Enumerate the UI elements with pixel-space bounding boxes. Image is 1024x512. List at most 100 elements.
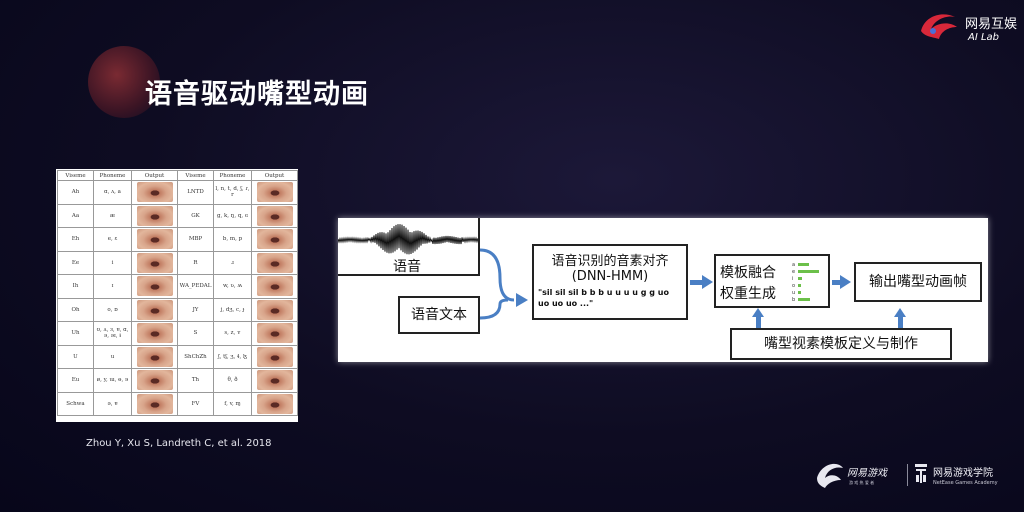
output-cell	[251, 227, 298, 252]
viseme-cell: WA_PEDAL	[177, 274, 214, 299]
output-cell	[251, 391, 298, 416]
phoneme-cell: ʊ, ʌ, ɜ, ɐ, ɑ, ə, əɪ, ɨ	[93, 321, 132, 346]
viseme-cell: GK	[177, 203, 214, 228]
arrow-to-output	[832, 280, 842, 285]
arrow-to-fusion	[690, 280, 704, 285]
col-header: Phoneme	[213, 170, 252, 181]
weight-bar	[798, 298, 810, 301]
mouth-shape-image	[136, 393, 173, 414]
speech-label: 语音	[393, 259, 421, 275]
viseme-cell: R	[177, 250, 214, 275]
footer-brand: 网易游戏 游 戏 热 爱 者 网易游戏学院 NetEase Games Acad…	[815, 458, 1015, 498]
phoneme-cell: j, dʒ, c, ɟ	[213, 297, 252, 322]
phoneme-cell: ø, y, ɯ, ɵ, ɘ	[93, 368, 132, 393]
footer-divider	[907, 464, 908, 486]
mouth-shape-image	[256, 370, 293, 391]
phoneme-cell: ə, ɐ	[93, 391, 132, 416]
viseme-cell: S	[177, 321, 214, 346]
merge-brace-icon	[479, 248, 515, 320]
weight-label: b	[792, 297, 796, 303]
speech-text-label: 语音文本	[411, 307, 467, 323]
game-brand-sub: 游 戏 热 爱 者	[849, 480, 875, 485]
phoneme-cell: ʃ, tʃ, ʒ, ɬ, ɮ	[213, 344, 252, 369]
output-cell	[251, 368, 298, 393]
output-cell	[251, 344, 298, 369]
fusion-line2: 权重生成	[720, 286, 776, 302]
mouth-shape-image	[256, 346, 293, 367]
output-cell	[131, 274, 178, 299]
viseme-cell: Oh	[57, 297, 94, 322]
slide-title: 语音驱动嘴型动画	[145, 79, 369, 110]
mouth-shape-image	[256, 252, 293, 273]
mouth-shape-image	[136, 276, 173, 297]
mouth-shape-image	[136, 252, 173, 273]
output-cell	[251, 321, 298, 346]
output-label: 输出嘴型动画帧	[869, 274, 967, 290]
decorative-orb	[88, 46, 160, 118]
output-cell	[131, 321, 178, 346]
alignment-title: 语音识别的音素对齐	[551, 254, 669, 269]
phoneme-cell: u	[93, 344, 132, 369]
weight-label: a	[792, 262, 796, 268]
weight-label: i	[792, 276, 794, 282]
viseme-cell: ShChZh	[177, 344, 214, 369]
speech-text-box: 语音文本	[398, 296, 480, 334]
phoneme-cell: g, k, ŋ, q, ɢ	[213, 203, 252, 228]
mouth-shape-image	[256, 323, 293, 344]
phoneme-cell: ɑ, ʌ, a	[93, 180, 132, 205]
viseme-cell: LNTD	[177, 180, 214, 205]
weight-bar	[798, 270, 819, 273]
output-cell	[131, 344, 178, 369]
output-cell	[131, 203, 178, 228]
viseme-cell: Ee	[57, 250, 94, 275]
phoneme-cell: ɹ	[213, 250, 252, 275]
phoneme-cell: æ	[93, 203, 132, 228]
academy-name: 网易游戏学院	[933, 468, 993, 479]
col-header: Phoneme	[93, 170, 132, 181]
phoneme-cell: s, z, ʏ	[213, 321, 252, 346]
arrow-head-icon	[702, 275, 713, 289]
mouth-shape-image	[256, 205, 293, 226]
output-cell	[251, 297, 298, 322]
phoneme-cell: l, n, t, d, ʃ, ɾ, r	[213, 180, 252, 205]
academy-logo-icon	[915, 464, 927, 483]
viseme-cell: FV	[177, 391, 214, 416]
arrow-head-icon	[752, 308, 764, 317]
phoneme-cell: o, ɒ	[93, 297, 132, 322]
mouth-shape-image	[136, 229, 173, 250]
output-cell	[131, 368, 178, 393]
output-cell	[131, 297, 178, 322]
weight-label: u	[792, 290, 796, 296]
brand-name: 网易互娱	[965, 17, 1018, 32]
viseme-cell: Ah	[57, 180, 94, 205]
mouth-shape-image	[256, 299, 293, 320]
viseme-cell: Ih	[57, 274, 94, 299]
brand-sub: AI Lab	[968, 32, 1000, 43]
viseme-table: Viseme Phoneme Output Viseme Phoneme Out…	[56, 169, 298, 422]
viseme-cell: Eu	[57, 368, 94, 393]
waveform-icon	[338, 224, 478, 255]
viseme-table-header: Viseme Phoneme Output Viseme Phoneme Out…	[57, 170, 298, 181]
weight-bar	[798, 263, 809, 266]
citation: Zhou Y, Xu S, Landreth C, et al. 2018	[86, 438, 272, 449]
pipeline-diagram: 语音 语音文本 语音识别的音素对齐 (DNN-HMM) "sil sil sil…	[338, 218, 988, 362]
phoneme-cell: w, ʋ, ʍ	[213, 274, 252, 299]
viseme-cell: JY	[177, 297, 214, 322]
alignment-sequence: "sil sil sil b b b u u u u g g uo uo uo …	[538, 288, 669, 308]
viseme-cell: Uh	[57, 321, 94, 346]
output-cell	[131, 227, 178, 252]
netease-games-logo-icon	[817, 463, 843, 488]
output-cell	[251, 203, 298, 228]
viseme-cell: Th	[177, 368, 214, 393]
arrow-up-output	[898, 314, 903, 328]
weight-bar	[798, 277, 802, 280]
phoneme-cell: f, v, ɱ	[213, 391, 252, 416]
